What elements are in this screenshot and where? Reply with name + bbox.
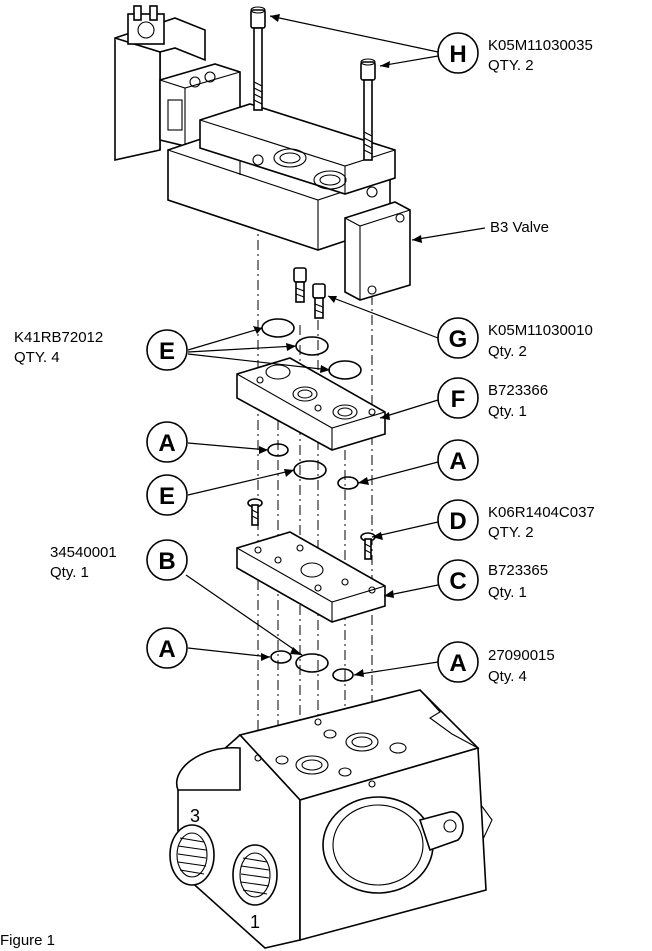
callout-a-left: A (146, 421, 188, 463)
a-qty: Qty. 4 (488, 668, 527, 685)
callout-a-lower-left: A (146, 627, 188, 669)
svg-text:B: B (158, 548, 175, 575)
b3-valve (114, 5, 411, 301)
callout-e-lower: E (146, 474, 188, 516)
svg-text:G: G (449, 326, 468, 353)
svg-text:E: E (159, 338, 175, 365)
d-part-number: K06R1404C037 (488, 504, 595, 521)
svg-text:C: C (449, 568, 466, 595)
port-label-3: 3 (190, 806, 200, 826)
g-part-number: K05M11030010 (488, 322, 593, 339)
f-qty: Qty. 1 (488, 403, 527, 420)
d-qty: QTY. 2 (488, 524, 534, 541)
c-part-number: B723365 (488, 562, 548, 579)
callout-d: D (437, 499, 479, 541)
h-part-number: K05M11030035 (488, 37, 593, 54)
h-screw-right (360, 58, 376, 161)
b-qty: Qty. 1 (50, 564, 89, 581)
callout-c: C (437, 559, 479, 601)
callout-b: B (146, 539, 188, 581)
callout-g: G (437, 317, 479, 359)
svg-text:H: H (449, 41, 466, 68)
callout-a-right: A (437, 439, 479, 481)
orings-lower (270, 650, 354, 682)
svg-text:A: A (449, 650, 466, 677)
h-screw-left (250, 6, 266, 111)
svg-text:A: A (158, 430, 175, 457)
leader-lines (185, 15, 486, 676)
g-qty: Qty. 2 (488, 343, 527, 360)
g-screws (293, 267, 326, 319)
callout-f: F (437, 377, 479, 419)
port-label-1: 1 (250, 912, 260, 932)
callout-e-top: E (146, 329, 188, 371)
c-qty: Qty. 1 (488, 584, 527, 601)
leader-arrowheads (253, 14, 422, 677)
e-part-number: K41RB72012 (14, 329, 103, 346)
base-manifold (169, 689, 493, 949)
e-qty: QTY. 4 (14, 349, 60, 366)
callout-a-lower-right: A (437, 641, 479, 683)
h-qty: QTY. 2 (488, 57, 534, 74)
svg-text:A: A (158, 636, 175, 663)
c-plate (236, 531, 386, 623)
figure-caption: Figure 1 (0, 932, 55, 949)
valve-label: B3 Valve (490, 219, 549, 236)
svg-text:D: D (449, 508, 466, 535)
svg-text:A: A (449, 448, 466, 475)
svg-text:E: E (159, 483, 175, 510)
callout-h: H (437, 32, 479, 74)
a-part-number: 27090015 (488, 647, 555, 664)
b-part-number: 34540001 (50, 544, 117, 561)
f-plate (236, 357, 386, 451)
svg-text:F: F (451, 386, 466, 413)
d-screws (247, 498, 376, 560)
f-part-number: B723366 (488, 382, 548, 399)
